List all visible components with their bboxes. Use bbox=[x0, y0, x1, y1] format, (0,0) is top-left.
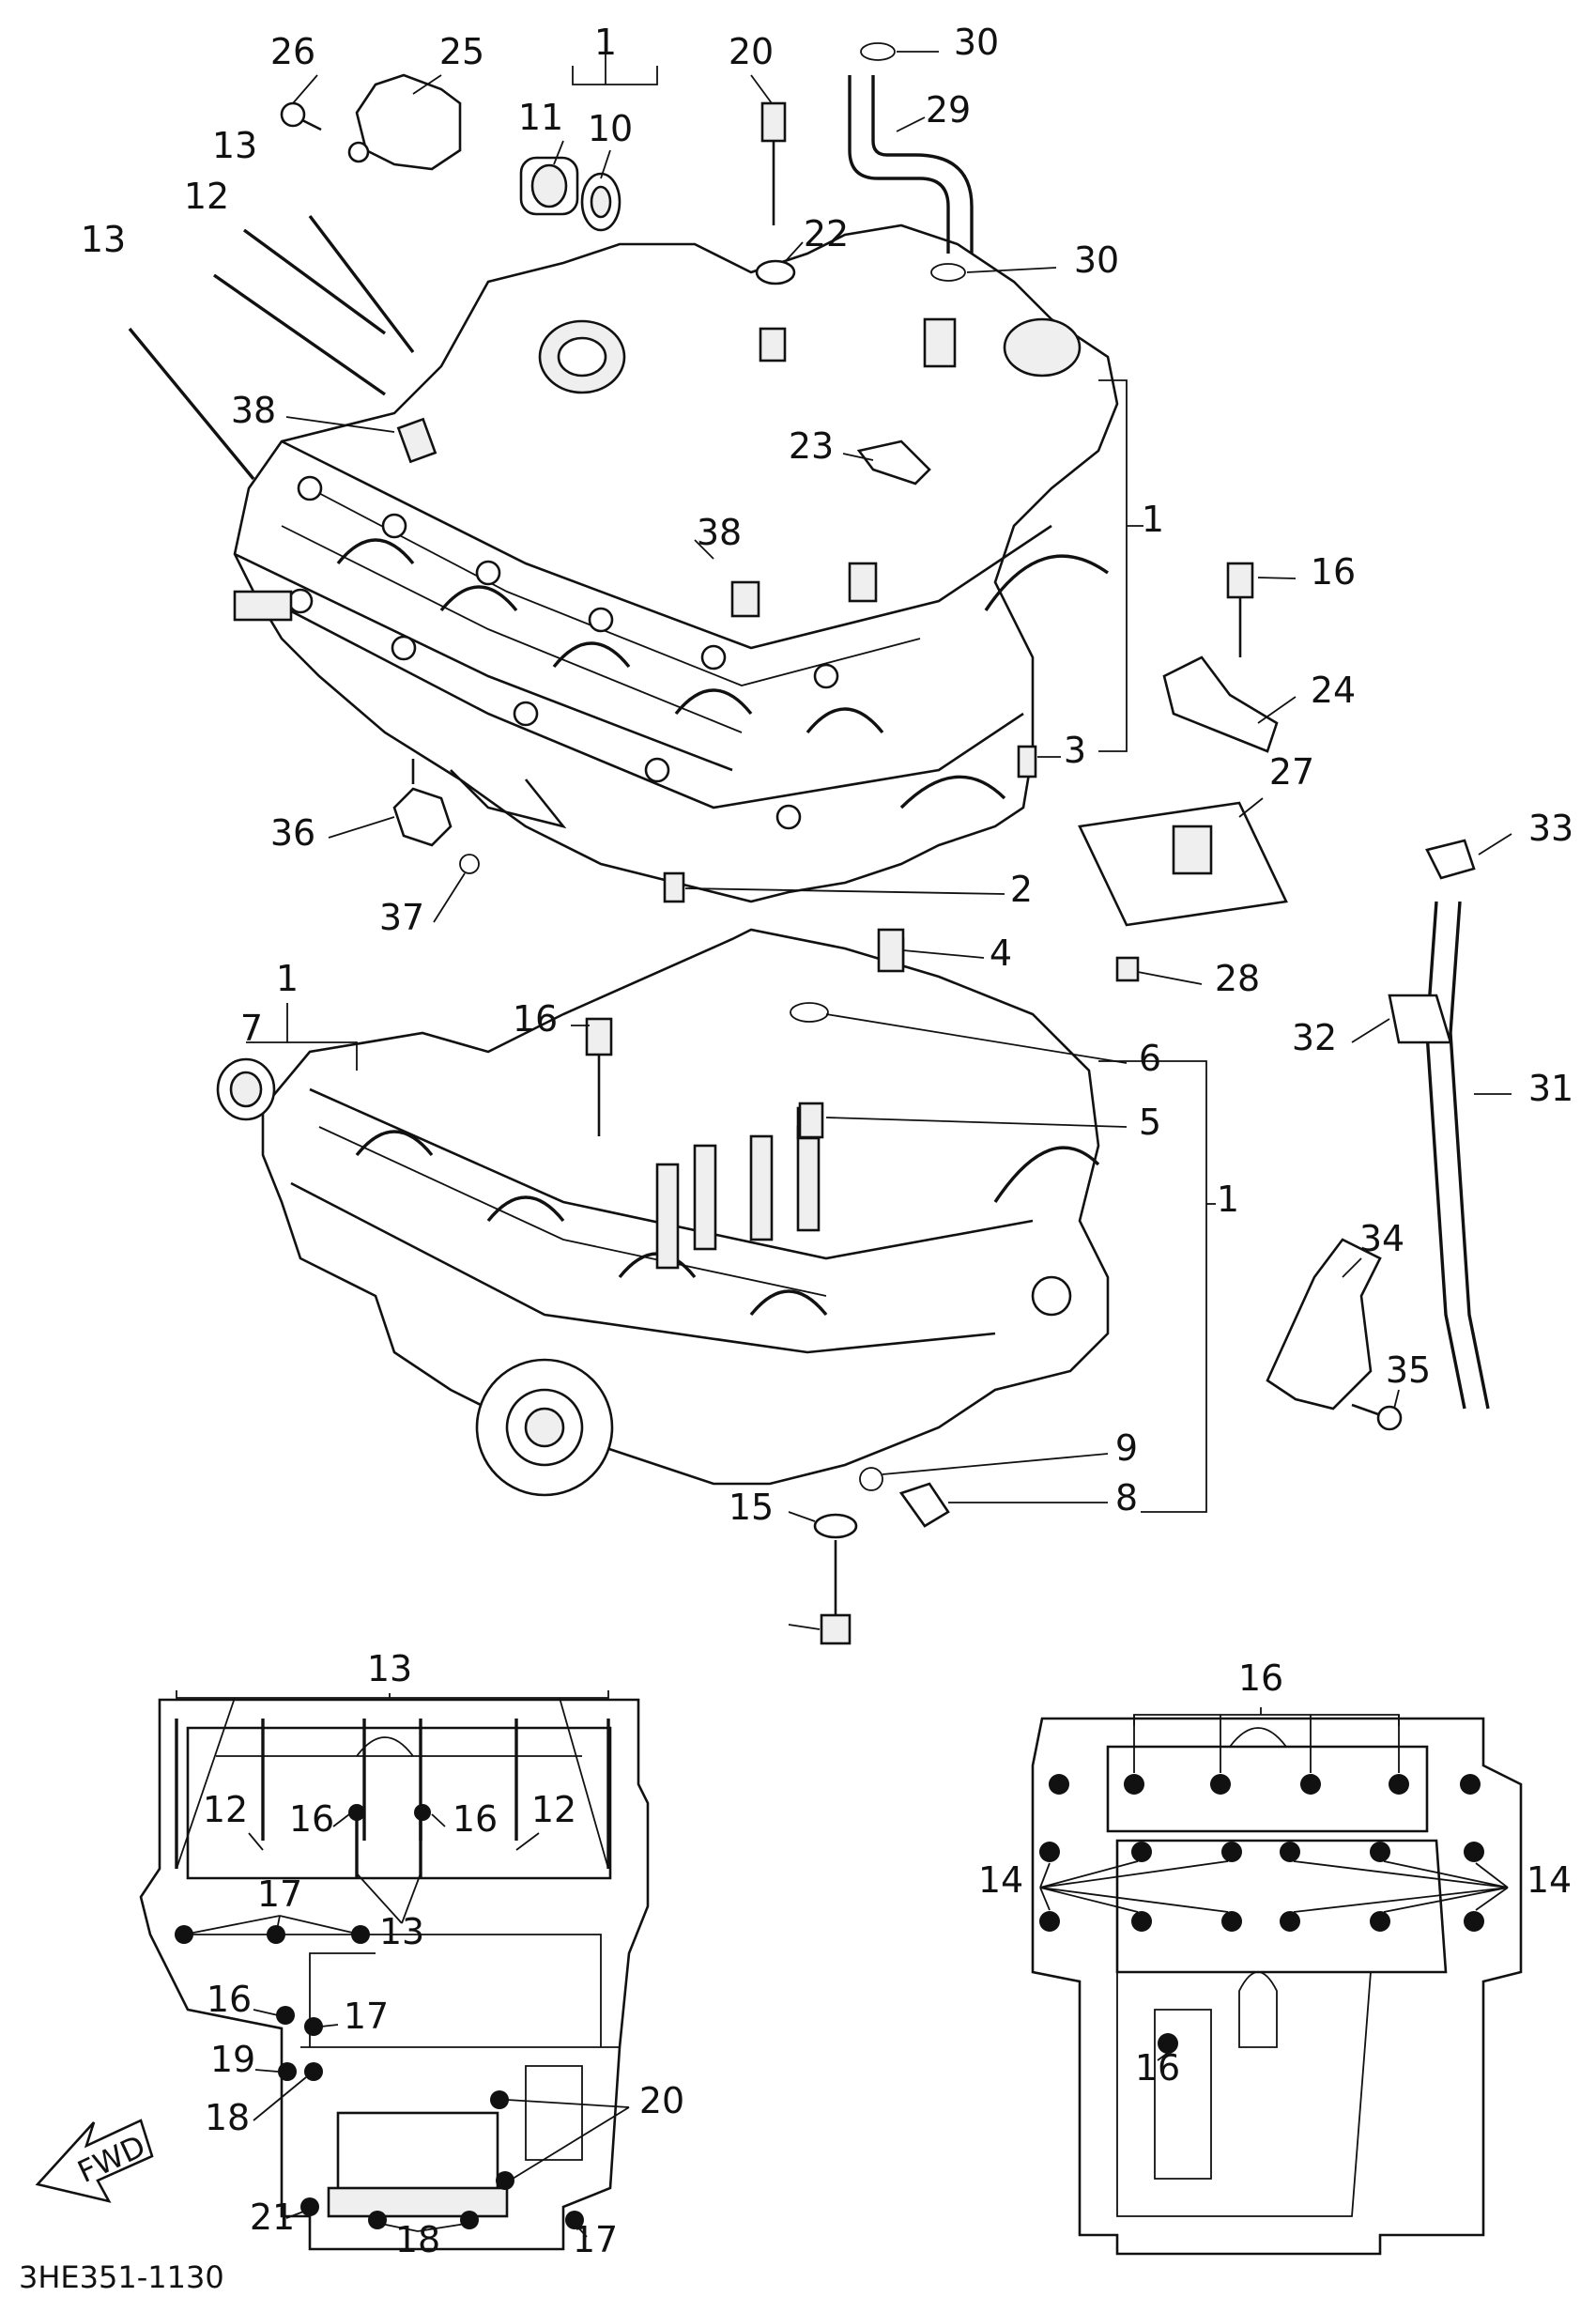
callout-13a: 13 bbox=[212, 125, 257, 166]
callout-31: 31 bbox=[1528, 1068, 1573, 1109]
inset-right-bolt-pattern bbox=[1031, 1707, 1523, 2256]
callout-28: 28 bbox=[1215, 958, 1260, 999]
small-parts bbox=[128, 42, 1490, 1645]
callout-20b: 20 bbox=[639, 2080, 684, 2121]
callout-37: 37 bbox=[379, 897, 424, 938]
lower-crankcase bbox=[261, 928, 1110, 1497]
callout-15: 15 bbox=[729, 1487, 774, 1528]
callout-23: 23 bbox=[789, 425, 834, 467]
part-number: 3HE351-1130 bbox=[19, 2259, 224, 2295]
callout-32: 32 bbox=[1292, 1017, 1337, 1058]
callout-20a: 20 bbox=[729, 31, 774, 72]
callout-18b: 18 bbox=[395, 2219, 440, 2260]
callout-7: 7 bbox=[240, 1008, 263, 1049]
callout-6: 6 bbox=[1139, 1038, 1161, 1079]
callout-10: 10 bbox=[588, 108, 633, 149]
callout-29: 29 bbox=[926, 89, 971, 131]
callout-30a: 30 bbox=[954, 22, 999, 63]
callout-16b: 16 bbox=[513, 998, 558, 1040]
upper-crankcase bbox=[233, 224, 1119, 903]
callout-19: 19 bbox=[210, 2039, 255, 2080]
leader-lines bbox=[246, 38, 1512, 1630]
callout-34: 34 bbox=[1359, 1218, 1404, 1259]
callout-24: 24 bbox=[1311, 670, 1356, 711]
callout-36: 36 bbox=[270, 812, 315, 854]
callout-3: 3 bbox=[1064, 730, 1086, 771]
callout-12a: 12 bbox=[184, 176, 229, 217]
callout-35: 35 bbox=[1386, 1349, 1431, 1391]
callout-22: 22 bbox=[804, 213, 849, 254]
callout-17a: 17 bbox=[257, 1873, 302, 1915]
callout-16d: 16 bbox=[289, 1798, 334, 1840]
callout-13c: 13 bbox=[367, 1648, 412, 1689]
callout-13d: 13 bbox=[379, 1911, 424, 1952]
callout-17c: 17 bbox=[573, 2219, 618, 2260]
callout-16c: 16 bbox=[1238, 1657, 1283, 1699]
callout-26: 26 bbox=[270, 31, 315, 72]
callout-18a: 18 bbox=[205, 2097, 250, 2138]
callout-14c: 14 bbox=[1527, 1859, 1572, 1901]
inset-left-bolt-pattern bbox=[139, 1690, 650, 2251]
callout-1c: 1 bbox=[276, 958, 299, 999]
callout-12c: 12 bbox=[531, 1789, 576, 1830]
callout-4: 4 bbox=[990, 933, 1012, 974]
callout-30b: 30 bbox=[1074, 239, 1119, 281]
callout-14b: 14 bbox=[978, 1859, 1023, 1901]
fwd-arrow-icon: FWD bbox=[35, 2119, 154, 2203]
callout-5: 5 bbox=[1139, 1102, 1161, 1143]
callout-1d: 1 bbox=[1217, 1179, 1239, 1220]
callout-11: 11 bbox=[518, 97, 563, 138]
callout-8: 8 bbox=[1115, 1477, 1138, 1518]
callout-1b: 1 bbox=[1142, 499, 1164, 540]
callout-2: 2 bbox=[1010, 869, 1033, 910]
callout-38b: 38 bbox=[697, 512, 742, 553]
callout-16a: 16 bbox=[1311, 551, 1356, 593]
callout-21: 21 bbox=[250, 2197, 295, 2238]
callout-9: 9 bbox=[1115, 1427, 1138, 1469]
callout-33: 33 bbox=[1528, 808, 1573, 849]
callout-13b: 13 bbox=[81, 219, 126, 260]
callout-12b: 12 bbox=[203, 1789, 248, 1830]
callout-16f: 16 bbox=[207, 1979, 252, 2020]
callout-16g: 16 bbox=[1135, 2047, 1180, 2089]
callout-25: 25 bbox=[439, 31, 484, 72]
callout-17b: 17 bbox=[344, 1996, 389, 2037]
callout-1a: 1 bbox=[594, 22, 617, 63]
callout-38a: 38 bbox=[231, 390, 276, 431]
callout-16e: 16 bbox=[453, 1798, 498, 1840]
callout-27: 27 bbox=[1269, 751, 1314, 793]
